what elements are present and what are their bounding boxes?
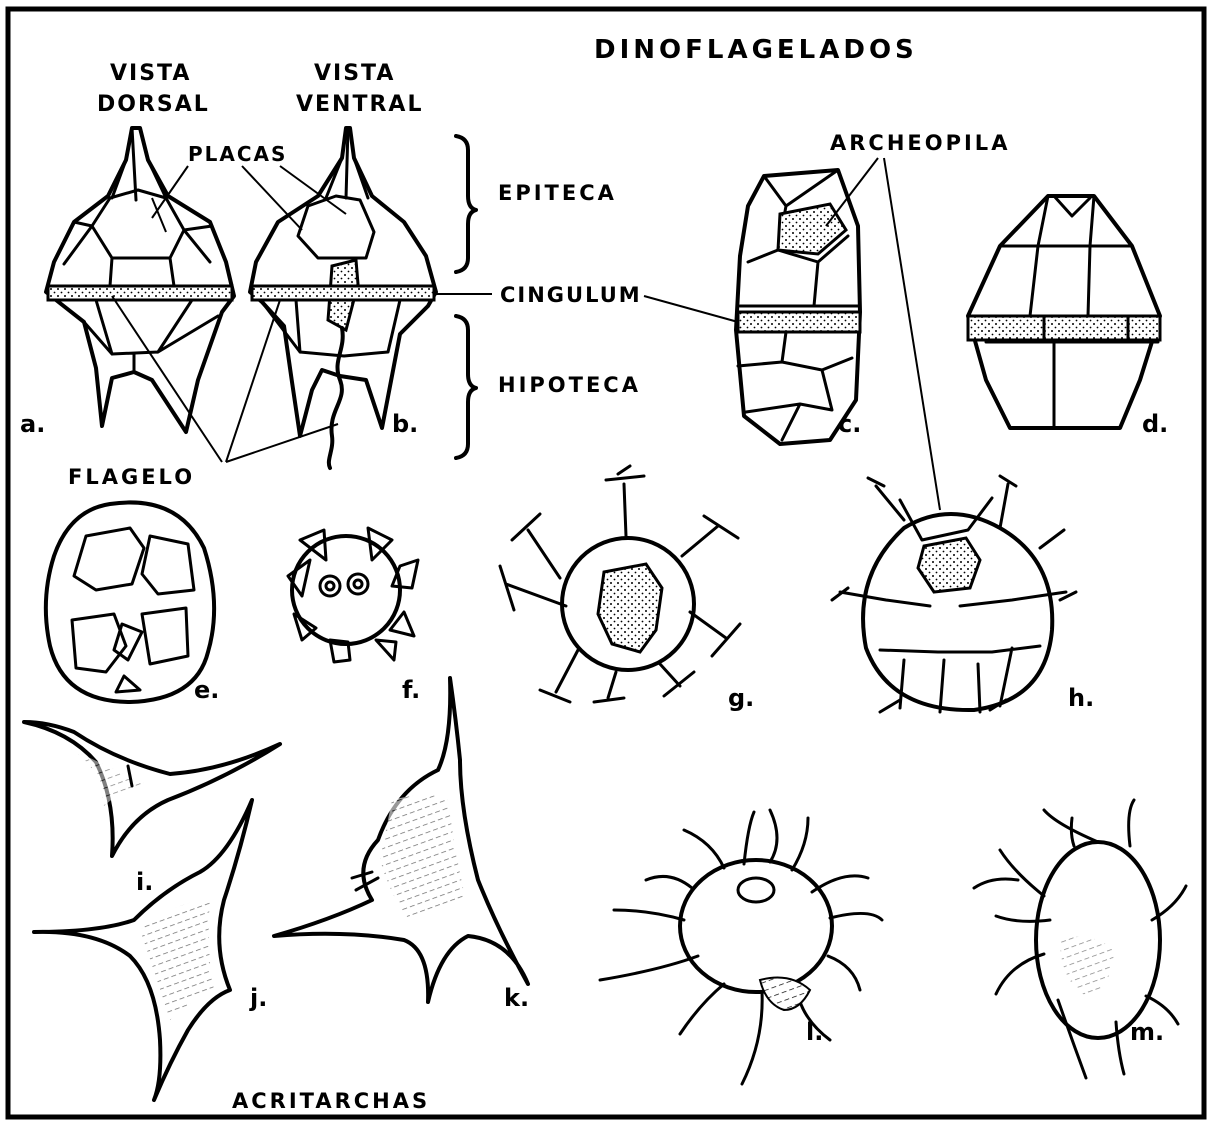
flagelo-leader-2 xyxy=(226,300,280,462)
figure-letter-m: m. xyxy=(1130,1018,1164,1046)
figure-letter-g: g. xyxy=(728,684,754,712)
label-placas: PLACAS xyxy=(188,142,287,166)
view-dorsal-line2: DORSAL xyxy=(97,92,210,117)
archeopila-leader-2 xyxy=(884,158,940,510)
figure-h-archeopila-cyst xyxy=(832,476,1076,712)
figure-l-acritarch xyxy=(600,810,882,1084)
cingulum-band-b xyxy=(252,286,434,300)
title: DINOFLAGELADOS xyxy=(594,35,918,65)
cingulum-leader-right xyxy=(644,296,738,322)
flagelo-leader-3 xyxy=(226,424,338,462)
figure-letter-h: h. xyxy=(1068,684,1094,712)
brace-hipoteca xyxy=(456,316,476,458)
figure-letter-i: i. xyxy=(136,868,153,896)
figure-f-spiny-cyst xyxy=(288,528,418,662)
label-hipoteca: HIPOTECA xyxy=(498,373,641,397)
brace-epiteca xyxy=(456,136,476,272)
figure-letter-f: f. xyxy=(402,676,420,704)
figure-letter-c: c. xyxy=(838,410,861,438)
figure-j-acritarch xyxy=(34,800,252,1100)
cingulum-band-a xyxy=(48,286,232,300)
figure-letter-d: d. xyxy=(1142,410,1168,438)
figure-g-process-cyst xyxy=(500,466,740,702)
view-ventral-line1: VISTA xyxy=(314,61,395,86)
label-acritarchas: ACRITARCHAS xyxy=(232,1089,430,1113)
figure-letter-a: a. xyxy=(20,410,45,438)
view-dorsal-line1: VISTA xyxy=(110,61,191,86)
label-flagelo: FLAGELO xyxy=(68,465,195,489)
figure-d-cyst xyxy=(968,196,1160,428)
figure-letter-j: j. xyxy=(249,984,267,1012)
figure-letter-l: l. xyxy=(806,1018,823,1046)
label-archeopila: ARCHEOPILA xyxy=(830,131,1010,155)
figure-letter-e: e. xyxy=(194,676,219,704)
figure-letter-k: k. xyxy=(504,984,529,1012)
figure-k-acritarch xyxy=(274,678,528,1002)
figure-letter-b: b. xyxy=(392,410,418,438)
figure-a-dorsal-theca xyxy=(46,128,234,432)
label-cingulum: CINGULUM xyxy=(500,283,642,307)
figure-e-reticulate-cyst xyxy=(46,502,214,702)
view-ventral-line2: VENTRAL xyxy=(296,92,423,117)
label-epiteca: EPITECA xyxy=(498,181,617,205)
figure-c-cyst xyxy=(736,170,860,444)
